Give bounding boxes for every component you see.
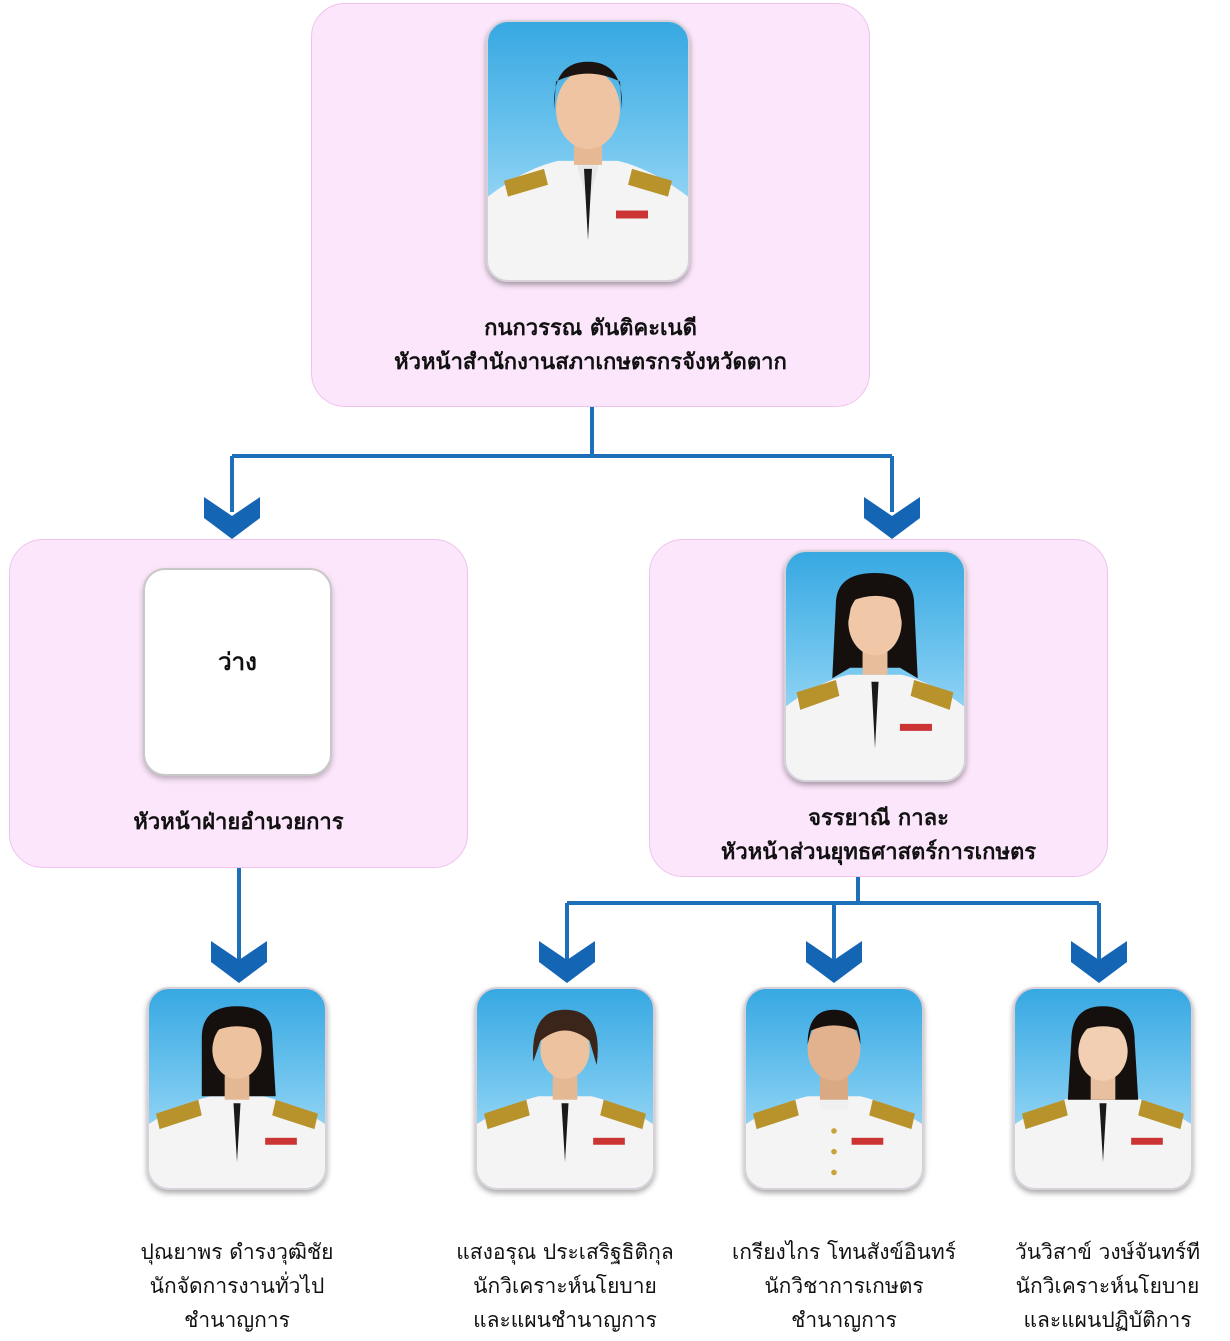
vacant-text: ว่าง [218,648,257,676]
head-portrait [486,20,690,282]
strategy-head-title: หัวหน้าส่วนยุทธศาสตร์การเกษตร [720,840,1037,865]
staff-name: ปุณยาพร ดำรงวุฒิชัย [140,1240,334,1264]
staff-portrait-1 [147,987,327,1190]
staff-portrait-2 [475,987,655,1190]
chevron-down-icon [806,941,862,983]
staff-name: เกรียงไกร โทนสังข์อินทร์ [732,1240,956,1264]
staff-label-3: เกรียงไกร โทนสังข์อินทร์ นักวิชาการเกษตร… [712,1235,976,1337]
head-name: กนกวรรณ ตันติคะเนดี [484,316,697,341]
head-label: กนกวรรณ ตันติคะเนดี หัวหน้าสำนักงานสภาเก… [311,312,870,380]
chevron-down-icon [204,497,260,539]
staff-level: ชำนาญการ [184,1308,290,1332]
strategy-head-name: จรรยาณี กาละ [808,806,949,831]
staff-label-2: แสงอรุณ ประเสริฐธิติกุล นักวิเคราะห์นโยบ… [430,1235,700,1337]
chevron-down-icon [864,497,920,539]
strategy-head-label: จรรยาณี กาละ หัวหน้าส่วนยุทธศาสตร์การเกษ… [649,802,1108,870]
staff-label-4: วันวิสาข์ วงษ์จันทร์ที นักวิเคราะห์นโยบา… [990,1235,1225,1337]
staff-position: นักจัดการงานทั่วไป [149,1274,325,1298]
chevron-down-icon [539,941,595,983]
staff-portrait-4 [1013,987,1193,1190]
chevron-down-icon [211,941,267,983]
strategy-head-portrait [784,550,966,782]
admin-head-title: หัวหน้าฝ่ายอำนวยการ [133,810,344,835]
staff-portrait-3 [744,987,924,1190]
staff-position: นักวิเคราะห์นโยบาย [473,1274,657,1298]
staff-level: และแผนปฏิบัติการ [1023,1308,1192,1332]
staff-label-1: ปุณยาพร ดำรงวุฒิชัย นักจัดการงานทั่วไป ช… [117,1235,357,1337]
head-title: หัวหน้าสำนักงานสภาเกษตรกรจังหวัดตาก [394,350,787,375]
vacant-portrait: ว่าง [143,568,332,776]
staff-position: นักวิเคราะห์นโยบาย [1015,1274,1200,1298]
staff-level: และแผนชำนาญการ [473,1308,657,1332]
chevron-down-icon [1071,941,1127,983]
staff-name: แสงอรุณ ประเสริฐธิติกุล [456,1240,674,1264]
staff-name: วันวิสาข์ วงษ์จันทร์ที [1014,1240,1201,1264]
staff-level: ชำนาญการ [791,1308,897,1332]
staff-position: นักวิชาการเกษตร [764,1274,924,1298]
